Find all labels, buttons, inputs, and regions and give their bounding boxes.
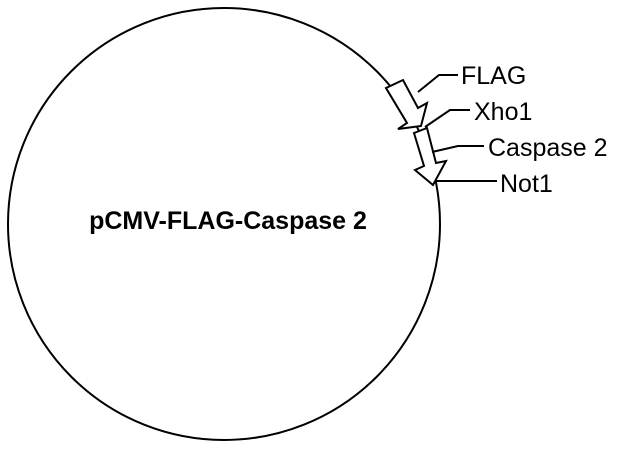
flag-leader-line <box>417 74 458 93</box>
xho1-label: Xho1 <box>474 98 532 126</box>
plasmid-name: pCMV-FLAG-Caspase 2 <box>89 207 367 235</box>
caspase2-label: Caspase 2 <box>488 134 608 162</box>
xho1-leader-line <box>424 109 470 128</box>
not1-label: Not1 <box>500 170 553 198</box>
flag-feature-arrow <box>384 78 429 130</box>
flag-label: FLAG <box>461 62 526 90</box>
plasmid-backbone-circle <box>7 7 441 441</box>
caspase2-leader-line <box>431 145 484 153</box>
caspase2-feature-arrow <box>412 126 448 187</box>
